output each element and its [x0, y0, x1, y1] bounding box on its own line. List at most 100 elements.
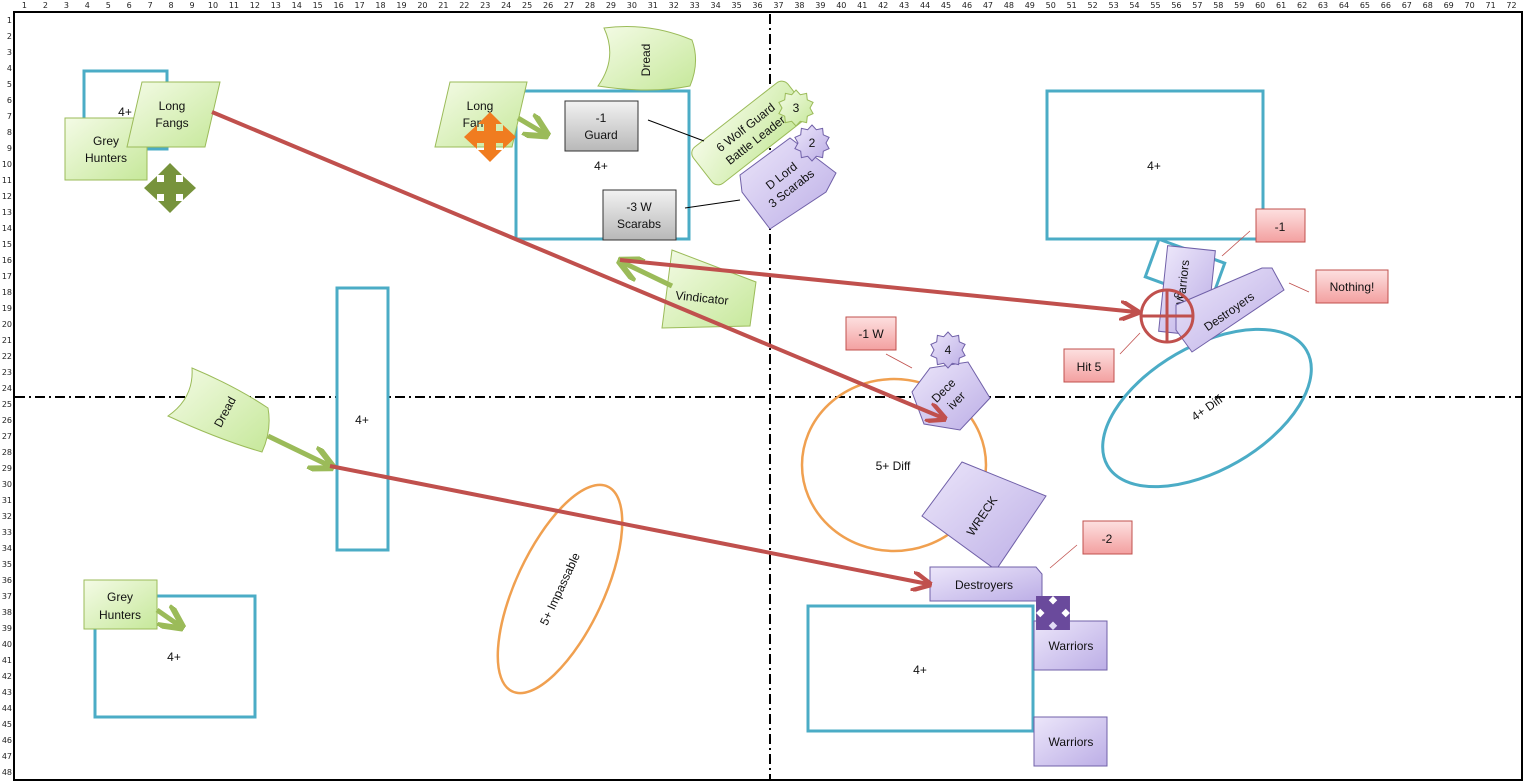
column-number: 7	[148, 1, 153, 10]
row-number: 16	[2, 256, 12, 265]
column-number: 19	[396, 1, 406, 10]
note-minus-1w: -1 W	[845, 316, 897, 351]
row-number: 36	[2, 576, 12, 585]
column-number: 16	[334, 1, 344, 10]
column-number: 58	[1213, 1, 1223, 10]
move-icon-green	[144, 163, 196, 213]
callout-line	[647, 119, 705, 142]
unit-wolf-guard[interactable]: 6 Wolf Guard Battle Leader	[689, 78, 812, 188]
row-number: 31	[2, 496, 12, 505]
column-number: 5	[106, 1, 111, 10]
row-number: 38	[2, 608, 12, 617]
column-number: 62	[1297, 1, 1307, 10]
svg-text:Grey: Grey	[93, 134, 119, 148]
column-number: 47	[983, 1, 993, 10]
column-number: 40	[836, 1, 846, 10]
row-number: 25	[2, 400, 12, 409]
column-number: 24	[501, 1, 511, 10]
column-number: 23	[480, 1, 490, 10]
row-number: 5	[7, 80, 12, 89]
terrain-label: 4+	[594, 159, 608, 173]
column-number: 43	[899, 1, 909, 10]
move-arrow	[622, 262, 674, 289]
column-number: 20	[417, 1, 427, 10]
column-number: 33	[690, 1, 700, 10]
row-number: 32	[2, 512, 12, 521]
unit-dread-top[interactable]: Dread	[597, 26, 696, 91]
svg-text:-1: -1	[1275, 220, 1286, 234]
unit-long-fangs-top-left[interactable]: Long Fangs	[126, 81, 221, 148]
column-number: 28	[585, 1, 595, 10]
column-number: 69	[1444, 1, 1454, 10]
column-number: 9	[189, 1, 194, 10]
column-number: 11	[229, 1, 239, 10]
column-number: 71	[1485, 1, 1495, 10]
column-number: 37	[773, 1, 783, 10]
move-icon-orange	[464, 112, 516, 162]
svg-text:-1 W: -1 W	[858, 327, 884, 341]
marker-guard-loss: -1 Guard	[564, 100, 639, 152]
svg-text:2: 2	[809, 136, 816, 150]
row-number: 43	[2, 688, 12, 697]
column-number: 72	[1506, 1, 1516, 10]
terrain-label: 4+	[1147, 159, 1161, 173]
row-number: 29	[2, 464, 12, 473]
column-number: 44	[920, 1, 930, 10]
svg-text:Hit 5: Hit 5	[1077, 360, 1102, 374]
row-number: 1	[7, 16, 12, 25]
terrain-label: 4+	[167, 650, 181, 664]
callout-line	[1119, 332, 1141, 355]
note-nothing: Nothing!	[1315, 269, 1389, 304]
row-number: 4	[7, 64, 12, 73]
column-number: 30	[627, 1, 637, 10]
svg-text:Fangs: Fangs	[155, 116, 188, 130]
unit-warriors-1[interactable]: Warriors	[1033, 620, 1108, 671]
row-number: 10	[2, 160, 12, 169]
terrain-label: 4+	[355, 413, 369, 427]
column-number: 65	[1360, 1, 1370, 10]
fire-arrow-vindicator	[619, 258, 1136, 312]
terrain-label: 4+	[118, 105, 132, 119]
column-number: 55	[1150, 1, 1160, 10]
row-number: 3	[7, 48, 12, 57]
column-number: 32	[669, 1, 679, 10]
unit-grey-hunters-bottom[interactable]: Grey Hunters	[83, 579, 158, 630]
row-number: 48	[2, 768, 12, 777]
row-number: 8	[7, 128, 12, 137]
column-number: 48	[1004, 1, 1014, 10]
row-number: 17	[2, 272, 12, 281]
row-number: 34	[2, 544, 12, 553]
badge-deceiver-count: 4	[930, 331, 966, 369]
unit-grey-hunters-top[interactable]: Grey Hunters	[64, 117, 148, 181]
note-hit-5: Hit 5	[1063, 348, 1115, 383]
fire-arrow-long-fangs	[211, 110, 943, 418]
row-ruler: 1234567891011121314151617181920212223242…	[2, 16, 12, 777]
row-number: 22	[2, 352, 12, 361]
column-number: 25	[522, 1, 532, 10]
column-number: 64	[1339, 1, 1349, 10]
column-number: 68	[1423, 1, 1433, 10]
column-number: 10	[208, 1, 218, 10]
row-number: 26	[2, 416, 12, 425]
column-number: 49	[1025, 1, 1035, 10]
column-number: 67	[1402, 1, 1412, 10]
column-number: 38	[794, 1, 804, 10]
svg-text:Dread: Dread	[639, 44, 653, 77]
unit-destroyers-bottom[interactable]: Destroyers	[929, 566, 1043, 602]
column-number: 61	[1276, 1, 1286, 10]
unit-dread-left[interactable]: Dread	[166, 367, 270, 453]
move-arrow	[266, 433, 330, 466]
callout-line	[1049, 544, 1078, 569]
row-number: 6	[7, 96, 12, 105]
svg-text:Vindicator: Vindicator	[675, 288, 729, 307]
callout-line	[1221, 230, 1251, 257]
row-number: 42	[2, 672, 12, 681]
row-number: 28	[2, 448, 12, 457]
column-number: 15	[313, 1, 323, 10]
unit-warriors-2[interactable]: Warriors	[1033, 716, 1108, 767]
row-number: 20	[2, 320, 12, 329]
callout-line	[885, 353, 913, 369]
badge-wolf-guard-count: 3	[778, 89, 814, 127]
column-number: 29	[606, 1, 616, 10]
svg-text:Hunters: Hunters	[85, 151, 127, 165]
